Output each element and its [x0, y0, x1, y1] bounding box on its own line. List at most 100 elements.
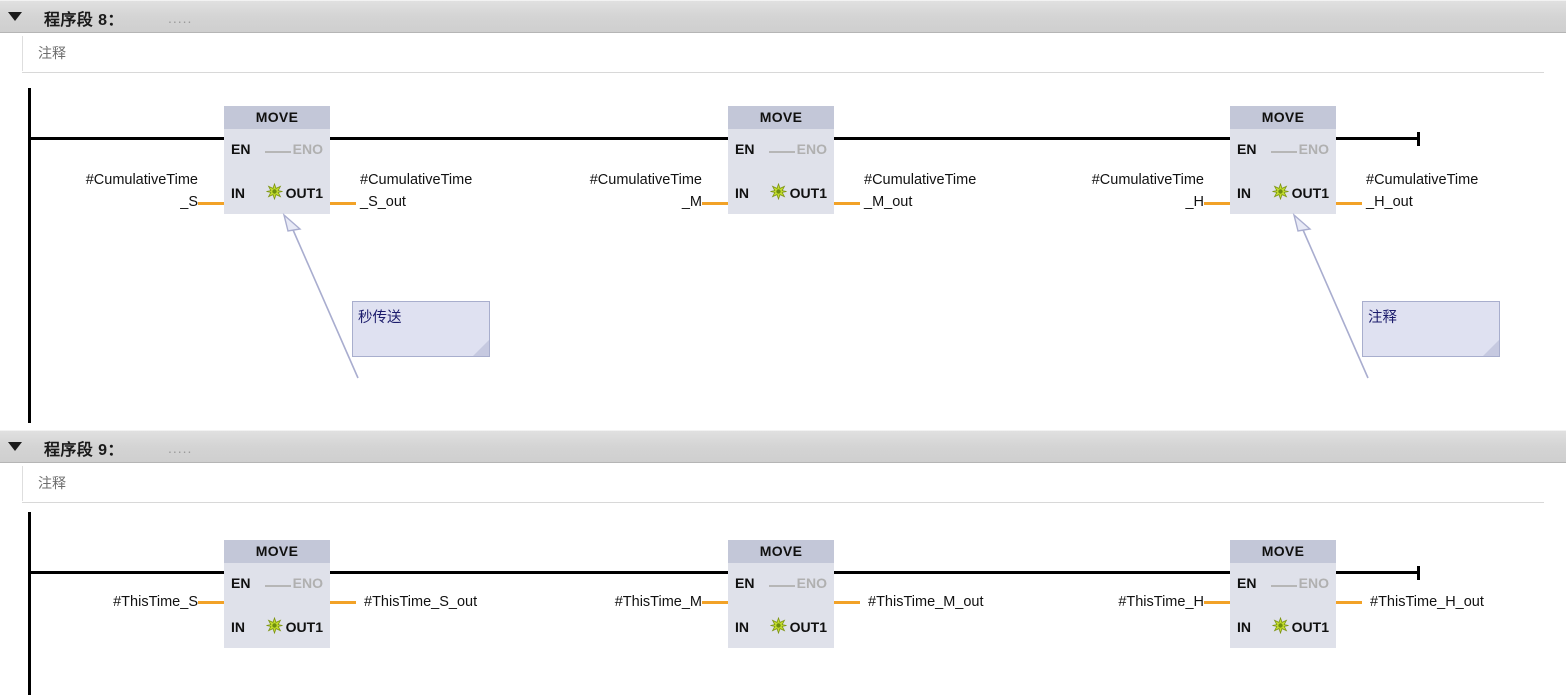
wire-in-8-3 [1204, 202, 1230, 205]
in-label-8-1: IN [231, 185, 245, 201]
move-block-body-9-2: EN ENO IN OUT1 [728, 563, 834, 648]
wire-out-8-3 [1336, 202, 1362, 205]
starburst-icon-9-3 [1272, 616, 1289, 635]
ladder-network-9: MOVE EN ENO IN OUT1 #ThisTime_S #Thi [0, 503, 1566, 695]
wire-out-9-3 [1336, 601, 1362, 604]
move-block-title-9-1: MOVE [224, 540, 330, 563]
network-header-8[interactable]: 程序段 8： ..... [0, 0, 1566, 33]
move-block-title-9-2: MOVE [728, 540, 834, 563]
in-label-8-3: IN [1237, 185, 1251, 201]
rung-end-tick-8 [1417, 132, 1420, 146]
out1-label-9-1: OUT1 [285, 619, 323, 635]
move-block-9-2[interactable]: MOVE EN ENO IN OUT1 [728, 540, 834, 648]
operand-out-8-1[interactable]: #CumulativeTime _S_out [360, 172, 473, 210]
move-block-body-9-1: EN ENO IN OUT1 [224, 563, 330, 648]
en-label-8-2: EN [735, 141, 755, 157]
wire-in-9-1 [198, 601, 224, 604]
operand-out-8-3[interactable]: #CumulativeTime _H_out [1366, 172, 1479, 210]
operand-in-8-1[interactable]: #CumulativeTime _S [85, 172, 198, 210]
network-comment-row-9[interactable]: 注释 [0, 464, 1566, 503]
callout-text-2: 注释 [1368, 310, 1397, 326]
wire-out-8-2 [834, 202, 860, 205]
starburst-icon-8-2 [770, 182, 787, 201]
move-block-8-1[interactable]: MOVE EN ENO IN OUT1 [224, 106, 330, 214]
collapse-triangle-down-icon-9[interactable] [8, 442, 22, 451]
eno-label-9-2: ENO [796, 575, 827, 591]
network-dots-8: ..... [168, 10, 193, 26]
out1-label-8-1: OUT1 [285, 185, 323, 201]
wire-in-8-2 [702, 202, 728, 205]
network-title-8: 程序段 8： [44, 6, 124, 30]
collapse-triangle-down-icon[interactable] [8, 12, 22, 21]
starburst-icon-8-3 [1272, 182, 1289, 201]
en-label-8-1: EN [231, 141, 251, 157]
out1-label-9-2: OUT1 [789, 619, 827, 635]
callout-leader-line-1 [282, 213, 359, 379]
network-number-8: 8 [98, 12, 108, 29]
eno-connector-8-3 [1271, 151, 1297, 153]
move-block-title-8-3: MOVE [1230, 106, 1336, 129]
network-comment-8[interactable]: 注释 [38, 45, 66, 61]
network-colon-8: ： [107, 12, 124, 29]
network-label-prefix-9: 程序段 [44, 442, 94, 459]
operand-out-9-3[interactable]: #ThisTime_H_out [1370, 594, 1484, 610]
network-title-9: 程序段 9： [44, 436, 124, 460]
move-block-body-8-1: EN ENO IN OUT1 [224, 129, 330, 214]
operand-out-8-2[interactable]: #CumulativeTime _M_out [864, 172, 977, 210]
move-block-9-1[interactable]: MOVE EN ENO IN OUT1 [224, 540, 330, 648]
wire-in-9-2 [702, 601, 728, 604]
callout-leader-line-2 [1292, 213, 1369, 379]
callout-box-2[interactable]: 注释 [1362, 301, 1500, 357]
rung-segment-8-2 [834, 137, 1230, 140]
out1-label-9-3: OUT1 [1291, 619, 1329, 635]
network-label-prefix-8: 程序段 [44, 12, 94, 29]
eno-connector-8-2 [769, 151, 795, 153]
en-label-9-3: EN [1237, 575, 1257, 591]
in-label-9-3: IN [1237, 619, 1251, 635]
callout-fold-corner-1 [473, 340, 489, 356]
in-label-9-1: IN [231, 619, 245, 635]
operand-out-9-2[interactable]: #ThisTime_M_out [868, 594, 984, 610]
eno-label-8-3: ENO [1298, 141, 1329, 157]
network-comment-row-8[interactable]: 注释 [0, 34, 1566, 73]
operand-in-8-3[interactable]: #CumulativeTime _H [1091, 172, 1204, 210]
move-block-title-8-2: MOVE [728, 106, 834, 129]
network-header-9[interactable]: 程序段 9： ..... [0, 430, 1566, 463]
eno-label-8-1: ENO [292, 141, 323, 157]
ladder-network-8: MOVE EN ENO IN OUT1 #CumulativeTime _S [0, 73, 1566, 423]
move-block-title-9-3: MOVE [1230, 540, 1336, 563]
operand-in-8-2[interactable]: #CumulativeTime _M [589, 172, 702, 210]
wire-in-8-1 [198, 202, 224, 205]
operand-out-9-1[interactable]: #ThisTime_S_out [364, 594, 478, 610]
out1-label-8-3: OUT1 [1291, 185, 1329, 201]
rung-segment-8-1 [330, 137, 728, 140]
eno-label-9-1: ENO [292, 575, 323, 591]
operand-in-9-1[interactable]: #ThisTime_S [113, 594, 198, 610]
en-label-8-3: EN [1237, 141, 1257, 157]
eno-label-9-3: ENO [1298, 575, 1329, 591]
callout-text-1: 秒传送 [358, 310, 402, 326]
power-rail-8 [28, 88, 31, 423]
callout-fold-corner-2 [1483, 340, 1499, 356]
move-block-8-3[interactable]: MOVE EN ENO IN OUT1 [1230, 106, 1336, 214]
eno-label-8-2: ENO [796, 141, 827, 157]
move-block-8-2[interactable]: MOVE EN ENO IN OUT1 [728, 106, 834, 214]
operand-in-9-2[interactable]: #ThisTime_M [614, 594, 702, 610]
operand-in-9-3[interactable]: #ThisTime_H [1118, 594, 1204, 610]
rung-segment-9-0 [28, 571, 224, 574]
wire-out-9-1 [330, 601, 356, 604]
move-block-body-8-2: EN ENO IN OUT1 [728, 129, 834, 214]
move-block-9-3[interactable]: MOVE EN ENO IN OUT1 [1230, 540, 1336, 648]
move-block-body-9-3: EN ENO IN OUT1 [1230, 563, 1336, 648]
en-label-9-2: EN [735, 575, 755, 591]
comment-left-rule-8 [22, 36, 23, 71]
network-comment-9[interactable]: 注释 [38, 475, 66, 491]
callout-box-1[interactable]: 秒传送 [352, 301, 490, 357]
wire-out-8-1 [330, 202, 356, 205]
starburst-icon-9-2 [770, 616, 787, 635]
rung-end-tick-9 [1417, 566, 1420, 580]
power-rail-9 [28, 512, 31, 695]
starburst-icon-9-1 [266, 616, 283, 635]
wire-out-9-2 [834, 601, 860, 604]
